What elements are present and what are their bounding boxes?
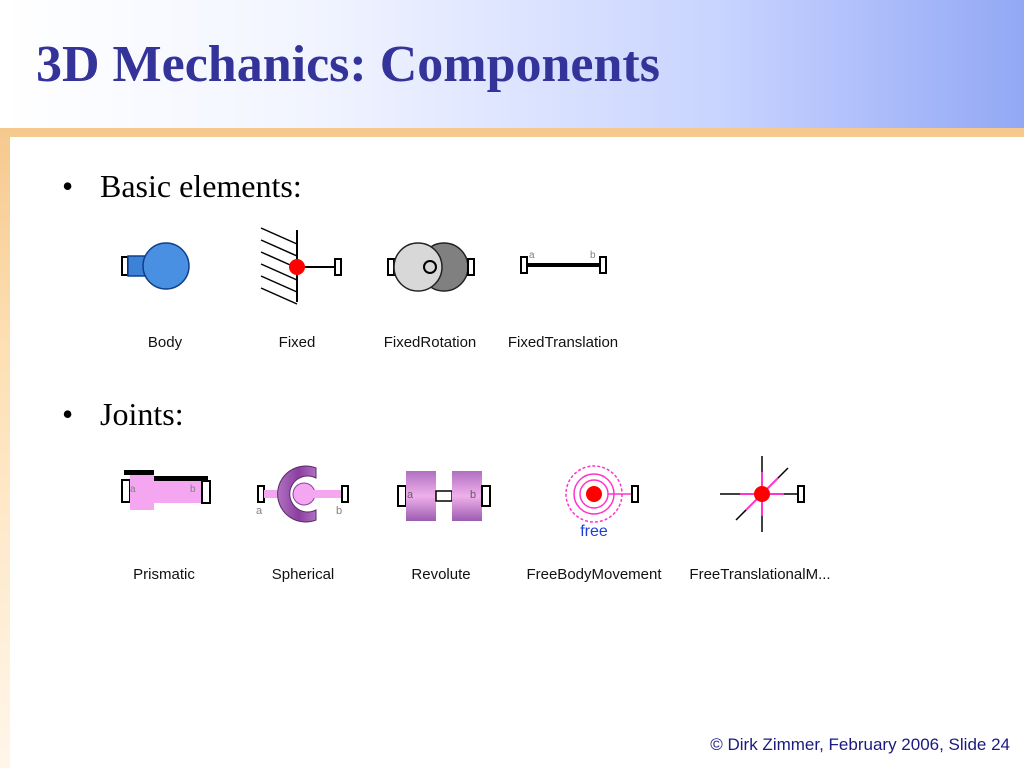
port-a-label: a [529, 250, 535, 261]
port-a-label: a [130, 484, 136, 495]
fixed-translation-icon: a b [520, 250, 607, 274]
port-b-label: b [190, 484, 196, 495]
component-label-free-translational-movement: FreeTranslationalM... [689, 566, 831, 583]
prismatic-icon: a b [121, 470, 211, 510]
bullet-basic-elements: • Basic elements: [62, 166, 302, 206]
component-label-revolute: Revolute [411, 566, 471, 583]
title-bar: 3D Mechanics: Components [0, 0, 1024, 128]
port-a-label: a [407, 489, 414, 501]
component-label-body: Body [147, 334, 183, 351]
port-b-label: b [336, 505, 342, 517]
free-translational-movement-icon [720, 456, 805, 532]
port-b-label: b [470, 489, 476, 501]
component-label-spherical: Spherical [271, 566, 335, 583]
fixed-icon [260, 227, 342, 305]
component-label-fixed-rotation: FixedRotation [383, 334, 477, 351]
bullet-dot: • [62, 168, 74, 204]
bullet-joints: • Joints: [62, 394, 184, 434]
free-icon-text: free [580, 523, 608, 540]
free-body-movement-icon: free [565, 465, 639, 540]
port-a-label: a [256, 505, 263, 517]
fixed-rotation-icon [387, 242, 475, 292]
component-label-fixed-translation: FixedTranslation [507, 334, 619, 351]
basic-elements-heading: Basic elements: [100, 168, 302, 204]
content-area [10, 137, 1024, 768]
body-icon [121, 242, 190, 290]
component-label-fixed: Fixed [278, 334, 316, 351]
component-label-free-body-movement: FreeBodyMovement [526, 566, 662, 583]
port-b-label: b [590, 250, 596, 261]
component-label-prismatic: Prismatic [133, 566, 195, 583]
slide-footer: © Dirk Zimmer, February 2006, Slide 24 [710, 735, 1010, 754]
spherical-icon: a b [256, 465, 349, 523]
bullet-dot: • [62, 396, 74, 432]
joints-heading: Joints: [100, 396, 184, 432]
slide-title: 3D Mechanics: Components [36, 36, 660, 93]
revolute-icon: a b [397, 471, 491, 521]
